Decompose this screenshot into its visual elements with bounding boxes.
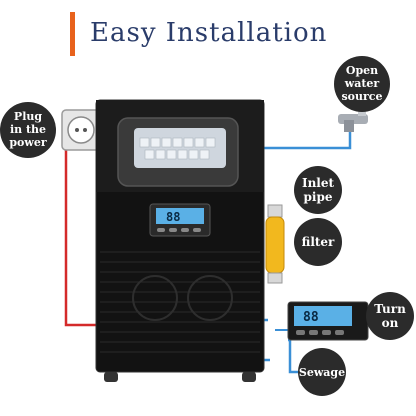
water-filter bbox=[265, 204, 285, 284]
svg-text:on: on bbox=[382, 316, 399, 330]
label-turn-on: Turn on bbox=[366, 292, 414, 340]
ice-cubes bbox=[139, 137, 216, 160]
power-socket bbox=[61, 109, 101, 151]
label-inlet-pipe: Inlet pipe bbox=[294, 166, 342, 214]
svg-text:power: power bbox=[9, 136, 46, 149]
main-display-digits: 88 bbox=[166, 210, 180, 224]
svg-text:Sewage: Sewage bbox=[299, 366, 345, 379]
svg-text:Open: Open bbox=[346, 64, 378, 77]
svg-text:Inlet: Inlet bbox=[302, 176, 335, 190]
label-open-water-source: Open water source bbox=[334, 56, 390, 112]
svg-text:in the: in the bbox=[10, 123, 46, 136]
title-accent-bar bbox=[70, 12, 75, 56]
control-panel: 88 bbox=[287, 301, 369, 341]
label-plug-power: Plug in the power bbox=[0, 102, 56, 158]
label-filter: filter bbox=[294, 218, 342, 266]
svg-text:Plug: Plug bbox=[14, 110, 42, 123]
svg-text:source: source bbox=[341, 90, 382, 103]
vent-grille bbox=[100, 251, 260, 353]
page-title: Easy Installation bbox=[90, 18, 328, 48]
svg-text:water: water bbox=[344, 77, 380, 90]
svg-text:Turn: Turn bbox=[374, 302, 406, 316]
panel-display-digits: 88 bbox=[303, 310, 319, 325]
ice-machine: 88 bbox=[95, 99, 265, 382]
svg-text:pipe: pipe bbox=[304, 190, 333, 204]
label-sewage: Sewage bbox=[298, 348, 346, 396]
svg-text:filter: filter bbox=[302, 235, 335, 249]
